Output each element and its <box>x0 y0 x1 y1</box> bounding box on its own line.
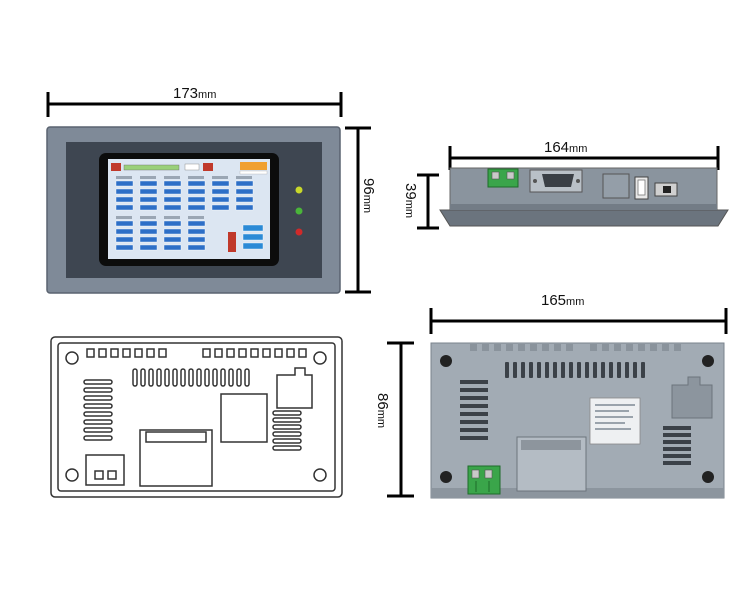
indicator-led-1 <box>295 186 303 194</box>
side-shadow-band <box>450 204 717 210</box>
back-height-dimension: 86mm <box>374 341 414 498</box>
side-serial-port <box>529 169 583 193</box>
front-height-label: 96mm <box>360 178 377 213</box>
front-view: 173mm 96mm <box>46 85 377 294</box>
back-mount-tab <box>671 376 713 419</box>
status-indicators <box>295 186 303 236</box>
back-power-terminal <box>467 465 501 495</box>
side-bezel-lip <box>439 209 729 227</box>
side-depth-dimension: 39mm <box>402 173 439 230</box>
indicator-led-3 <box>295 228 303 236</box>
screen-content <box>111 162 268 252</box>
side-card-slot <box>602 173 630 199</box>
side-width-label: 164mm <box>544 139 587 156</box>
back-photo-view: 165mm 86mm <box>374 292 728 499</box>
side-width-dimension: 164mm <box>448 139 720 170</box>
front-width-label: 173mm <box>173 85 216 102</box>
back-width-dimension: 165mm <box>429 292 728 334</box>
back-outline-view <box>50 336 343 498</box>
front-width-dimension: 173mm <box>46 85 343 117</box>
side-view: 164mm 39mm <box>402 139 729 230</box>
front-height-dimension: 96mm <box>345 126 377 294</box>
side-depth-label: 39mm <box>402 183 419 218</box>
side-usb-port <box>634 176 649 200</box>
back-width-label: 165mm <box>541 292 584 309</box>
side-power-terminal <box>487 168 519 188</box>
back-height-label: 86mm <box>374 393 391 428</box>
side-mini-usb-port <box>654 182 678 197</box>
indicator-led-2 <box>295 207 303 215</box>
